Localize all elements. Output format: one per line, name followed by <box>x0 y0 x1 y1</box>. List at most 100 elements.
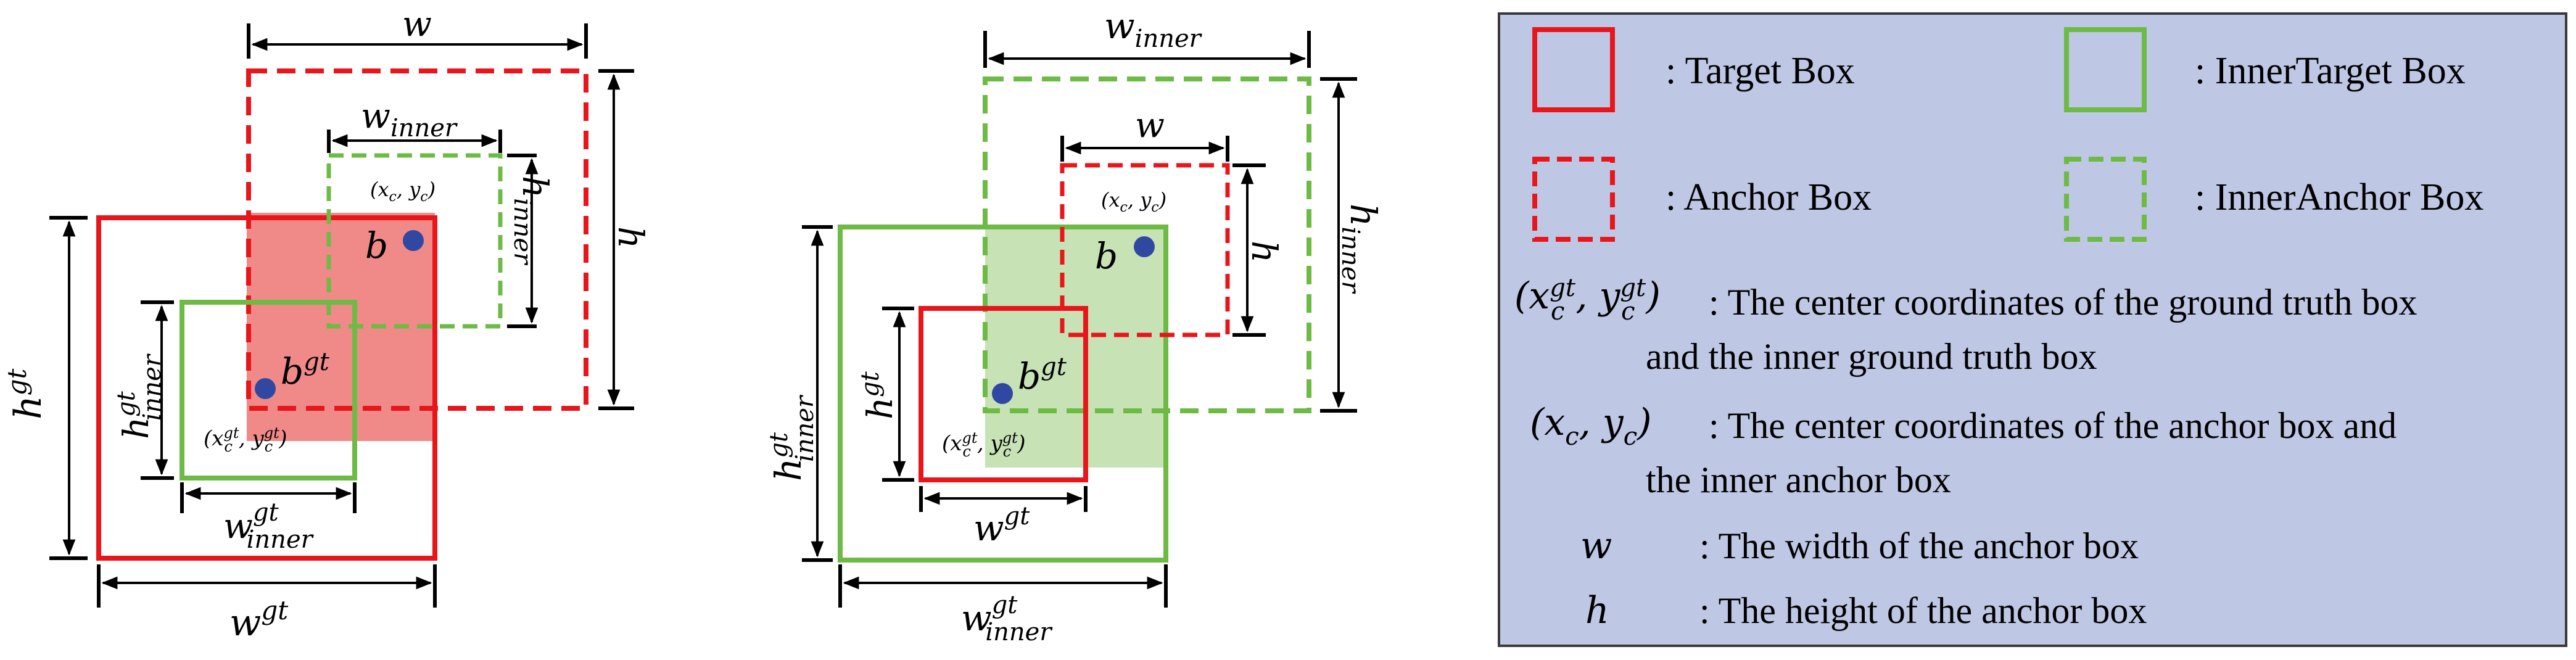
la3: , y <box>1579 401 1624 444</box>
r5: ) <box>1158 188 1166 212</box>
right-w-label: w <box>1135 105 1165 146</box>
s7: ) <box>1017 431 1025 456</box>
r3: , y <box>1128 188 1152 212</box>
right-winner-main: w <box>1104 5 1135 47</box>
left-anchor-center-point <box>403 230 424 251</box>
right-hinnergt-sub: inner <box>791 394 819 462</box>
t5: ) <box>427 178 436 201</box>
left-wgt-sup: gt <box>261 595 288 625</box>
legend-w-desc: : The width of the anchor box <box>1699 526 2139 566</box>
left-hinner-main: h <box>514 176 555 198</box>
left-winner-label: winner <box>361 96 458 142</box>
g2: gt <box>223 424 239 442</box>
legend-inner-target-swatch <box>2064 27 2147 112</box>
left-wgt-main: w <box>229 601 261 645</box>
g7: ) <box>278 426 287 451</box>
right-hinner-label: hinner <box>1336 204 1384 294</box>
legend-w-symbol: w <box>1580 524 1612 567</box>
left-hinnergt-main: h <box>117 417 157 439</box>
right-anchor-box <box>1060 163 1230 337</box>
left-target-box <box>96 215 437 561</box>
left-w-label: w <box>402 4 432 44</box>
legend-anchor-center-desc-1: : The center coordinates of the anchor b… <box>1709 405 2396 446</box>
legend-panel: : Target Box : InnerTarget Box : Anchor … <box>1498 12 2567 647</box>
g6: c <box>265 438 273 455</box>
right-target-box <box>919 306 1088 482</box>
legend-target-text: : Target Box <box>1666 50 1855 92</box>
left-wgt-label: wgt <box>229 595 288 645</box>
t1: (x <box>370 178 389 201</box>
right-h-label: h <box>1244 241 1284 263</box>
right-overlap-fill <box>985 227 1166 468</box>
legend-anchor-swatch <box>1532 157 1615 242</box>
right-anchor-center-point <box>1134 236 1155 257</box>
right-hgt-sup: gt <box>856 371 885 397</box>
right-inner-target-box <box>838 225 1168 563</box>
left-winnergt-sub: inner <box>247 526 315 554</box>
right-gt-center-point <box>992 383 1013 404</box>
legend-anchor-center-symbol: (xc, yc) <box>1530 401 1652 451</box>
t4: c <box>420 189 427 205</box>
legend-h-symbol: h <box>1585 589 1609 632</box>
s4: , y <box>977 431 1003 456</box>
left-bgt-sup: gt <box>303 348 330 376</box>
left-hinnergt-sup: gt <box>112 390 141 417</box>
left-hinnergt-sub: inner <box>138 353 167 421</box>
lg1: (x <box>1514 274 1550 318</box>
left-hinner-label: hinner <box>508 176 555 266</box>
left-bgt-label: bgt <box>281 348 330 392</box>
g1: (x <box>204 426 223 451</box>
s5: gt <box>1002 429 1018 447</box>
legend-anchor-text: : Anchor Box <box>1666 176 1872 218</box>
legend-anchor-center-desc-2: the inner anchor box <box>1646 460 1951 500</box>
right-winnergt-sub: inner <box>985 618 1053 646</box>
right-hinnergt-sup: gt <box>765 432 793 458</box>
legend-gt-center-desc-1: : The center coordinates of the ground t… <box>1709 282 2417 323</box>
right-hinnergt-label: hgtinner <box>765 394 819 481</box>
right-anchor-center-label: (xc, yc) <box>1101 188 1166 215</box>
left-hgt-sup: gt <box>2 368 32 395</box>
la4: c <box>1624 423 1637 451</box>
right-wgt-label: wgt <box>973 502 1030 549</box>
right-wgt-sup: gt <box>1004 502 1031 530</box>
right-winner-sub: inner <box>1135 25 1203 53</box>
left-winner-main: w <box>361 96 390 136</box>
lg4: , y <box>1575 274 1620 318</box>
lg3: c <box>1551 297 1564 326</box>
right-hinner-sub: inner <box>1336 226 1364 294</box>
left-inner-target-box <box>180 300 357 481</box>
right-winner-label: winner <box>1104 5 1203 53</box>
right-hinnergt-main: h <box>767 458 809 481</box>
left-winnergt-main: w <box>223 506 253 547</box>
t2: c <box>389 189 397 205</box>
legend-target-swatch <box>1532 27 1615 112</box>
left-hgt-main: h <box>7 395 50 419</box>
t3: , y <box>397 178 421 201</box>
right-wgt-main: w <box>973 507 1004 549</box>
right-hinner-main: h <box>1342 204 1384 226</box>
right-winnergt-sup: gt <box>992 591 1018 619</box>
right-hgt-label: hgt <box>856 371 901 419</box>
s2: gt <box>962 429 977 447</box>
right-bgt-sup: gt <box>1041 353 1067 381</box>
la5: ) <box>1636 401 1651 444</box>
la2: c <box>1565 423 1579 451</box>
g4: , y <box>239 426 265 451</box>
left-anchor-box <box>246 68 588 411</box>
left-winner-sub: inner <box>390 114 458 142</box>
left-anchor-center-label: (xc, yc) <box>370 178 436 205</box>
r2: c <box>1120 200 1128 215</box>
legend-h-desc: : The height of the anchor box <box>1699 590 2147 631</box>
lg7: ) <box>1645 274 1660 318</box>
legend-inner-anchor-swatch <box>2064 157 2147 242</box>
s3: c <box>962 443 970 460</box>
right-bgt-main: b <box>1018 355 1041 397</box>
left-gt-center-point <box>255 378 276 399</box>
